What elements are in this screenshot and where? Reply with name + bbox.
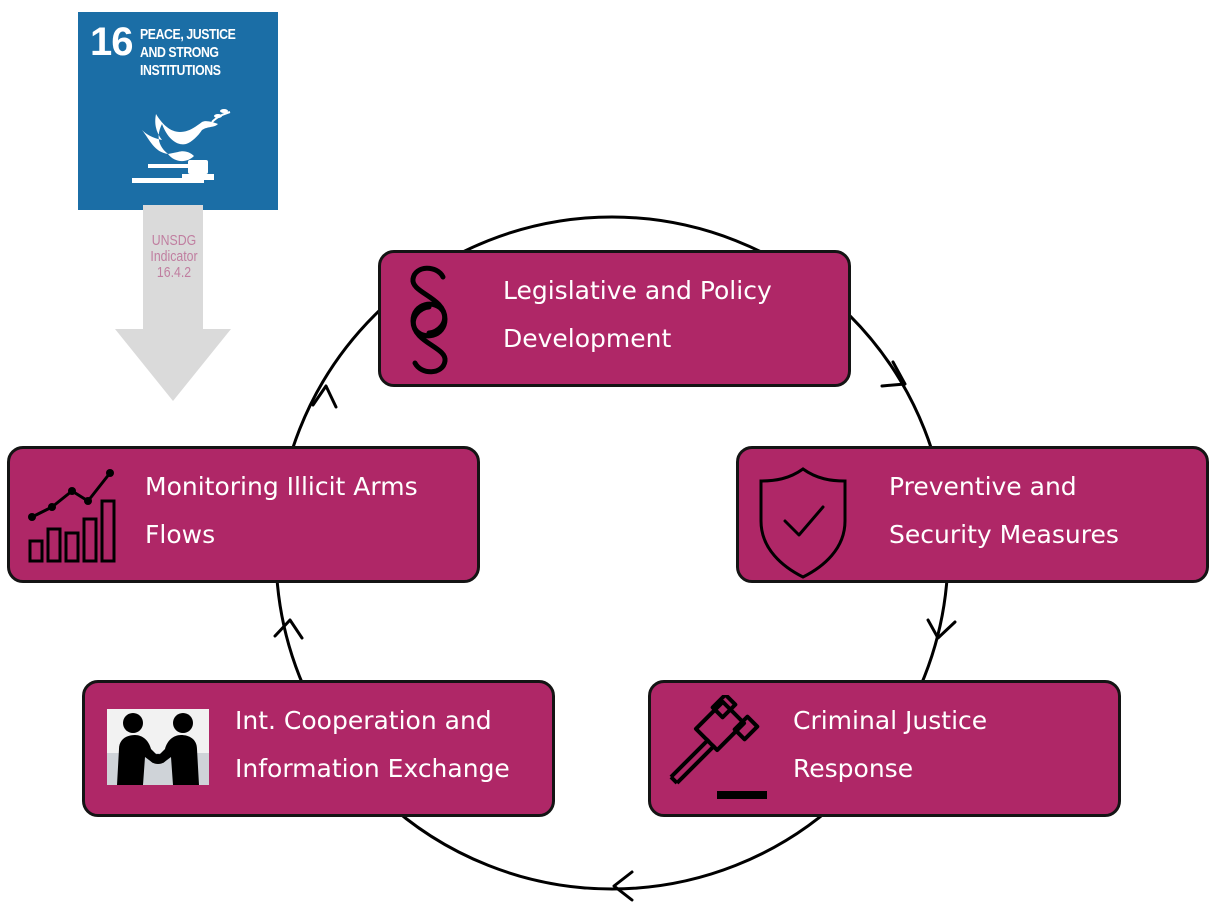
sdg-title: PEACE, JUSTICE AND STRONG INSTITUTIONS	[140, 26, 236, 79]
indicator-down-arrow	[115, 205, 231, 401]
handshake-icon	[107, 709, 209, 785]
node-label: Monitoring Illicit Arms Flows	[145, 472, 418, 549]
cycle-arrow	[273, 618, 304, 640]
dove-gavel-icon	[132, 109, 231, 183]
cycle-arrow	[612, 870, 634, 902]
bar-chart-trend-icon	[28, 469, 116, 563]
node-int-cooperation: Int. Cooperation and Information Exchang…	[82, 680, 555, 817]
node-criminal-justice: Criminal Justice Response	[648, 680, 1121, 817]
node-legislative-policy: Legislative and Policy Development	[378, 250, 851, 387]
cycle-arrow	[926, 618, 957, 640]
node-label: Criminal Justice Response	[793, 706, 988, 783]
node-label: Int. Cooperation and Information Exchang…	[235, 706, 510, 783]
node-label: Preventive and Security Measures	[889, 472, 1119, 549]
gavel-icon	[669, 695, 767, 799]
cycle-arrow	[880, 360, 907, 388]
sdg16-badge: 16 PEACE, JUSTICE AND STRONG INSTITUTION…	[78, 12, 278, 210]
sdg-number: 16	[90, 20, 133, 64]
node-preventive-security: Preventive and Security Measures	[736, 446, 1209, 583]
node-monitoring-arms: Monitoring Illicit Arms Flows	[7, 446, 480, 583]
node-label: Legislative and Policy Development	[503, 276, 772, 353]
section-sign-icon	[410, 265, 448, 375]
indicator-label: UNSDG Indicator 16.4.2	[150, 232, 198, 281]
shield-check-icon	[759, 467, 847, 579]
cycle-arrow	[311, 384, 338, 409]
